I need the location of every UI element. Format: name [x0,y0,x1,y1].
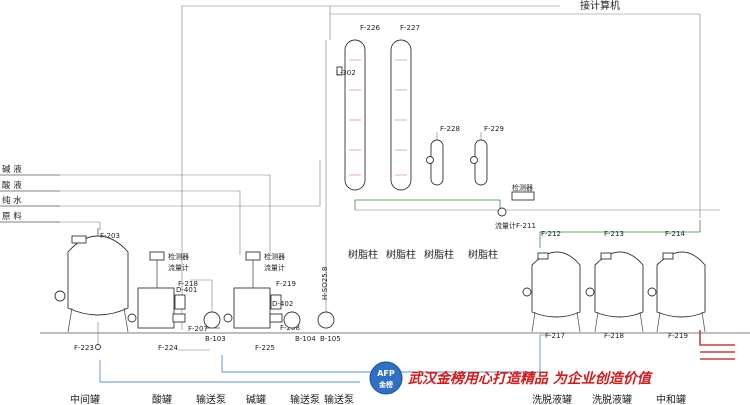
elution-tank-2: F-213 F-218 [585,230,644,340]
logo-text: 金榜 [378,380,393,389]
tag: F-219 [668,332,688,340]
resin-column-1: F-226 L-302 [336,24,380,191]
inlet-label: 原 料 [2,211,22,222]
equipment-label: 中间罐 [70,393,100,405]
tag: F-213 [604,230,624,238]
pump-b104: B-104 [283,311,316,343]
column-label: 树脂柱 [348,248,378,261]
tag: F-225 [255,344,275,352]
detector-label: 检测器 [168,252,189,261]
equipment-label: 中和罐 [656,393,686,405]
logo-text: AFP [377,369,395,378]
pipe-spec-label: H-SO25.8 [321,267,329,300]
tag: F-212 [541,230,561,238]
tag: B-103 [205,335,226,343]
center-instrument: 检测器 流量计 F-211 [495,183,536,230]
slogan: 武汉金榜用心打造精品 为企业创造价值 [408,370,653,387]
tag: F-223 [74,344,94,352]
tag: F-211 [516,222,536,230]
tag: F-229 [484,125,504,133]
resin-column-3: F-228 [426,125,460,186]
inlet-label: 酸 液 [2,180,22,191]
tag: B-104 [295,335,316,343]
tag: F-228 [440,125,460,133]
equipment-label: 酸罐 [152,393,172,405]
tag: F-217 [545,332,565,340]
elution-tank-1: F-212 F-217 [522,230,581,340]
equipment-label: 碱罐 [246,393,266,405]
tag: F-214 [665,230,685,238]
inlet-label: 纯 水 [2,195,22,206]
tag: F-203 [100,232,120,240]
flowmeter-label: 流量计 [168,263,189,272]
alkali-tank: D-402 检测器 流量计 F-219 F-208 F-225 [223,251,300,352]
equipment-label: 洗脱液罐 [592,393,632,405]
acid-tank: D-401 检测器 流量计 F-218 F-207 F-224 [127,251,210,352]
resin-column-2: F-227 [390,24,420,191]
intermediate-tank: F-203 F-223 [54,228,129,352]
equipment-label: 输送泵 [324,393,354,405]
detector-label: 检测器 [264,252,285,261]
tag: F-207 [188,325,208,333]
equipment-label: 输送泵 [290,393,320,405]
tag: B-105 [320,335,341,343]
tag: F-224 [158,344,178,352]
detector-label: 检测器 [512,183,533,192]
neutralization-tank: F-214 F-219 [647,230,706,340]
tag: F-227 [400,24,420,32]
tag: F-218 [178,280,198,288]
column-label: 树脂柱 [424,248,454,261]
inlet-label: 碱 液 [2,164,22,175]
tag: L-302 [336,69,356,77]
tag: F-219 [276,280,296,288]
pump-b103: B-103 [190,279,226,343]
company-logo: AFP 金榜 [369,361,403,395]
column-label: 树脂柱 [386,248,416,261]
tag: D-401 [176,286,197,294]
flowmeter-label: 流量计 [264,263,285,272]
column-label: 树脂柱 [468,248,498,261]
computer-label: 接计算机 [580,0,620,12]
tag: F-226 [360,24,380,32]
computer-connection: 接计算机 [181,0,701,330]
equipment-label: 输送泵 [196,393,226,405]
equipment-label: 洗脱液罐 [532,393,572,405]
pump-b105: B-105 H-SO25.8 [317,40,341,343]
inlet-lines: 碱 液 酸 液 纯 水 原 料 [0,160,321,255]
tag: F-218 [604,332,624,340]
resin-column-4: F-229 [470,125,504,186]
tag: D-402 [272,300,293,308]
flowmeter-label: 流量计 [495,221,516,230]
